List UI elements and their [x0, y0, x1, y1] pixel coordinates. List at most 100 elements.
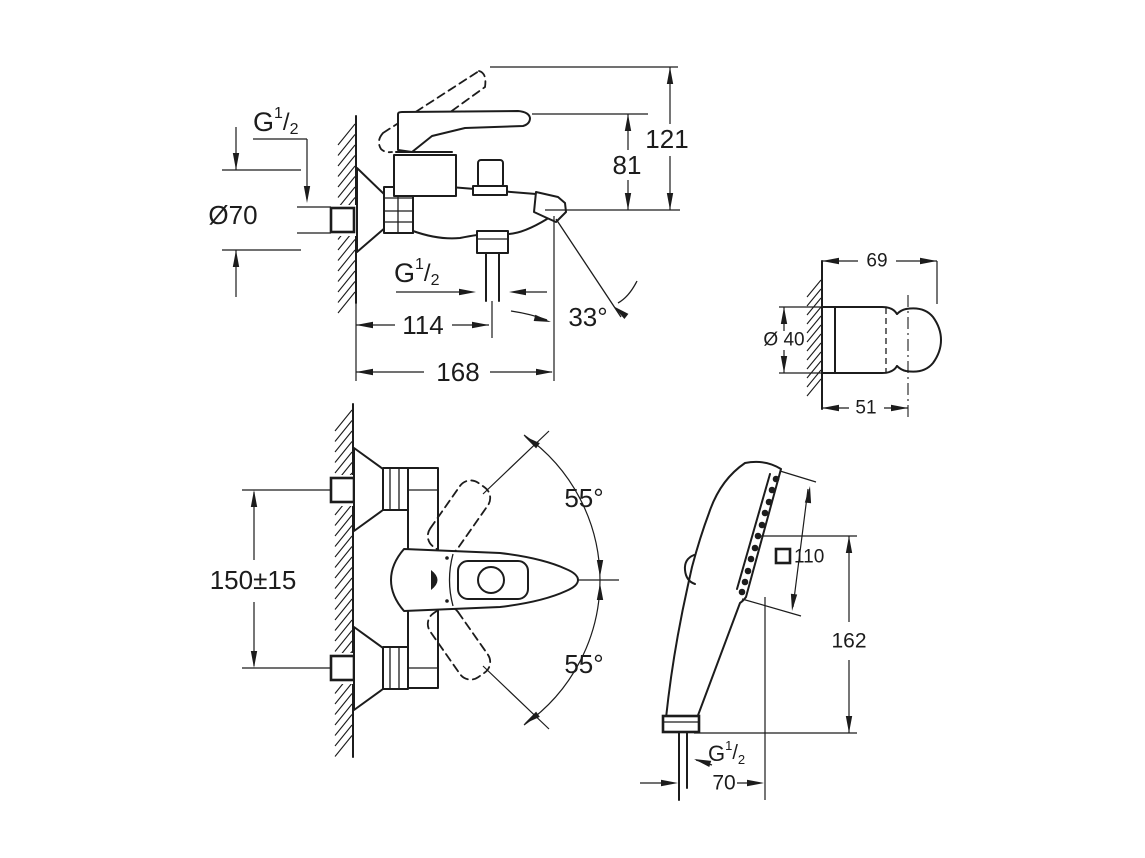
body-bar-joints: [408, 489, 438, 669]
holder-cylinder: [834, 306, 898, 374]
wall-hatching: [334, 409, 353, 757]
lever-handle: [397, 110, 531, 153]
wall-hatching: [806, 279, 822, 397]
hose-cone-nut: [661, 714, 701, 734]
union-nut-facets: [384, 187, 413, 233]
dim-thread-wall: G1/2: [253, 105, 299, 138]
dim-center-distance: 150±15: [210, 565, 297, 595]
lever-handle-top-view: [390, 548, 579, 612]
dim-thread-hose: G1/2: [708, 738, 745, 767]
view-mixer-front: 150±15 55° 55°: [210, 403, 619, 758]
dim-holder-depth-body: 51: [855, 398, 876, 419]
dim-offset: 70: [712, 772, 735, 795]
dim110-lines: [741, 470, 817, 617]
lever-button: [477, 566, 505, 594]
arrowhead: [596, 560, 604, 577]
spout-underside: [508, 218, 548, 235]
arrowhead: [747, 779, 764, 787]
spray-mode-lever: [683, 554, 696, 585]
arrowhead: [524, 711, 540, 724]
body-underside-left: [412, 230, 478, 240]
arrowhead: [780, 307, 788, 324]
dim-holder-depth-total: 69: [866, 251, 887, 272]
arrowhead: [533, 314, 551, 322]
supply-union-square-bottom: [329, 654, 356, 682]
arrowhead: [232, 153, 240, 170]
spray-nozzles: [738, 475, 780, 596]
dim162-lines: [694, 535, 857, 734]
arrowhead: [666, 193, 674, 210]
dim-swivel-down: 55°: [564, 649, 603, 679]
escutcheon-cone-bottom: [353, 626, 384, 711]
dim-height-total: 121: [645, 124, 688, 154]
arrowhead: [845, 536, 853, 553]
arrowhead: [661, 779, 678, 787]
union-nut-facets: [389, 647, 400, 689]
dim-escutcheon-diameter: Ø70: [208, 200, 257, 230]
swivel-arc-up: [523, 434, 601, 581]
dim150-lines: [242, 489, 331, 669]
lever-swivel-down-dashed: [426, 605, 492, 681]
arrowhead: [666, 67, 674, 84]
spout-aerator-tip: [533, 191, 567, 223]
swivel-reference-lines: [482, 430, 619, 730]
arrowhead: [250, 651, 258, 668]
outlet-nipple: [485, 252, 500, 302]
holder-knob: [896, 307, 942, 373]
mixer-body-bar: [407, 467, 439, 689]
spout-angle-line: [555, 218, 622, 318]
diverter-knob: [477, 159, 504, 188]
arrowhead: [804, 486, 812, 504]
dim-thread-outlet: G1/2: [394, 256, 440, 289]
swivel-arc-down: [523, 579, 601, 726]
cartridge-dome-edge: [448, 553, 454, 607]
escutcheon-cone: [356, 167, 387, 253]
arrowhead: [356, 368, 373, 376]
dim-holder-diameter: Ø 40: [763, 330, 804, 351]
diverter-knob-base: [472, 185, 508, 196]
arrowhead: [509, 288, 526, 296]
height-extension-lines: [490, 66, 680, 211]
dim-height-spout: 81: [613, 150, 642, 180]
view-hand-shower: 110 162 G1/2 70: [640, 460, 867, 801]
spray-face-inner-edge: [736, 473, 771, 590]
holder-backplate: [821, 306, 836, 374]
outlet-nut: [476, 230, 509, 254]
arrowhead: [624, 193, 632, 210]
union-nut-top: [382, 467, 409, 511]
arrowhead: [790, 593, 798, 611]
dim-spout-angle: 33°: [568, 302, 607, 332]
arrowhead: [356, 321, 373, 329]
square-symbol: [774, 547, 792, 565]
lever-grip-recess: [457, 560, 529, 600]
dim-depth-outlet: 114: [402, 310, 443, 340]
thread-wall-leader: [253, 138, 308, 199]
hand-shower-body: [665, 460, 782, 719]
dia70-lines: [222, 127, 301, 297]
detail-dot: [445, 599, 449, 603]
arrowhead: [624, 114, 632, 131]
arrowhead: [472, 321, 489, 329]
arrowhead: [780, 356, 788, 373]
arrowhead: [920, 257, 937, 265]
arrowhead: [596, 583, 604, 600]
arrowhead: [250, 490, 258, 507]
arrowhead: [524, 436, 540, 449]
arrowhead: [232, 250, 240, 267]
dim-depth-total: 168: [436, 357, 479, 387]
dim-swivel-up: 55°: [564, 483, 603, 513]
union-nut-facets: [389, 468, 400, 510]
arrowhead: [822, 404, 839, 412]
supply-union-square-top: [329, 476, 356, 504]
arrowhead: [845, 716, 853, 733]
dim-length: 162: [831, 630, 866, 653]
arrowhead: [891, 404, 908, 412]
lever-swivel-up-dashed: [426, 479, 492, 555]
dim40-lines: [779, 306, 835, 374]
arrowhead: [459, 288, 476, 296]
supply-union-square: [329, 206, 356, 234]
arrowhead: [303, 186, 311, 203]
arrowhead: [536, 368, 553, 376]
